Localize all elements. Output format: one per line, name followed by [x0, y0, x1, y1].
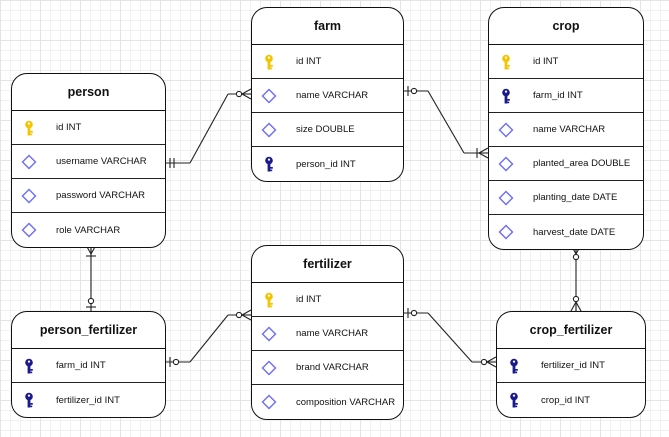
attribute-icon: [489, 224, 523, 240]
attribute-label: name VARCHAR: [533, 124, 606, 135]
attribute-icon: [252, 360, 286, 376]
attribute-label: harvest_date DATE: [533, 226, 616, 238]
attribute-icon: [12, 154, 46, 170]
entity-crop[interactable]: crop id INT farm_id INT name VARCHAR planted…: [488, 7, 644, 250]
attribute-row[interactable]: brand VARCHAR: [252, 351, 403, 385]
attribute-row[interactable]: planting_date DATE: [489, 181, 643, 215]
entity-title: person: [12, 74, 165, 111]
crowfoot-zero-or-one-marker: [169, 357, 180, 367]
attribute-row[interactable]: id INT: [252, 283, 403, 317]
primary-key-icon: [252, 292, 286, 308]
attribute-label: id INT: [296, 294, 322, 305]
entity-person-fertilizer[interactable]: person_fertilizer farm_id INT fertilizer_i…: [11, 311, 166, 418]
foreign-key-icon: [252, 156, 286, 172]
attribute-icon: [489, 156, 523, 172]
entity-farm[interactable]: farm id INT name VARCHAR size DOUBLE person_…: [251, 7, 404, 182]
attribute-row[interactable]: harvest_date DATE: [489, 215, 643, 249]
attribute-label: fertilizer_id INT: [541, 360, 605, 371]
attribute-label: person_id INT: [296, 158, 356, 170]
crowfoot-one-or-many-marker: [476, 147, 489, 159]
attribute-label: planting_date DATE: [533, 192, 618, 203]
attribute-row[interactable]: id INT: [252, 45, 403, 79]
attribute-label: name VARCHAR: [296, 328, 369, 339]
attribute-row[interactable]: farm_id INT: [489, 79, 643, 113]
foreign-key-icon: [497, 392, 531, 408]
foreign-key-icon: [489, 88, 523, 104]
attribute-label: password VARCHAR: [56, 190, 146, 201]
attribute-row[interactable]: fertilizer_id INT: [12, 383, 165, 417]
attribute-row[interactable]: id INT: [489, 45, 643, 79]
entity-title: farm: [252, 8, 403, 45]
attribute-icon: [12, 222, 46, 238]
attribute-row[interactable]: person_id INT: [252, 147, 403, 181]
attribute-icon: [252, 394, 286, 410]
crowfoot-zero-or-one-marker: [407, 86, 418, 96]
attribute-row[interactable]: id INT: [12, 111, 165, 145]
attribute-icon: [252, 122, 286, 138]
crowfoot-zero-or-many-marker: [235, 309, 252, 321]
crowfoot-zero-or-one-marker: [86, 297, 96, 308]
foreign-key-icon: [12, 358, 46, 374]
attribute-label: composition VARCHAR: [296, 396, 396, 408]
entity-fertilizer[interactable]: fertilizer id INT name VARCHAR brand VARCHA…: [251, 245, 404, 420]
entity-title: fertilizer: [252, 246, 403, 283]
crowfoot-one-only-marker: [169, 158, 175, 168]
foreign-key-icon: [497, 358, 531, 374]
attribute-label: brand VARCHAR: [296, 362, 369, 373]
attribute-label: id INT: [56, 122, 82, 133]
attribute-row[interactable]: planted_area DOUBLE: [489, 147, 643, 181]
primary-key-icon: [252, 54, 286, 70]
attribute-row[interactable]: username VARCHAR: [12, 145, 165, 179]
attribute-icon: [252, 88, 286, 104]
attribute-row[interactable]: fertilizer_id INT: [497, 349, 645, 383]
crowfoot-zero-or-one-marker: [407, 308, 418, 318]
entity-title: person_fertilizer: [12, 312, 165, 349]
attribute-label: fertilizer_id INT: [56, 394, 120, 406]
attribute-label: username VARCHAR: [56, 156, 147, 167]
attribute-icon: [489, 122, 523, 138]
attribute-row[interactable]: password VARCHAR: [12, 179, 165, 213]
attribute-label: id INT: [296, 56, 322, 67]
entity-crop-fertilizer[interactable]: crop_fertilizer fertilizer_id INT crop_id …: [496, 311, 646, 418]
attribute-icon: [252, 326, 286, 342]
attribute-row[interactable]: composition VARCHAR: [252, 385, 403, 419]
attribute-label: crop_id INT: [541, 394, 591, 406]
attribute-row[interactable]: size DOUBLE: [252, 113, 403, 147]
crowfoot-zero-or-many-marker: [235, 88, 252, 100]
attribute-label: farm_id INT: [533, 90, 583, 101]
attribute-label: id INT: [533, 56, 559, 67]
attribute-label: planted_area DOUBLE: [533, 158, 631, 169]
attribute-label: role VARCHAR: [56, 224, 121, 236]
attribute-icon: [489, 190, 523, 206]
attribute-row[interactable]: farm_id INT: [12, 349, 165, 383]
crowfoot-zero-or-many-marker: [480, 356, 497, 368]
attribute-label: name VARCHAR: [296, 90, 369, 101]
foreign-key-icon: [12, 392, 46, 408]
entity-person[interactable]: person id INT username VARCHAR password VAR…: [11, 73, 166, 248]
attribute-label: size DOUBLE: [296, 124, 355, 135]
entity-title: crop_fertilizer: [497, 312, 645, 349]
attribute-row[interactable]: role VARCHAR: [12, 213, 165, 247]
attribute-icon: [12, 188, 46, 204]
primary-key-icon: [12, 120, 46, 136]
attribute-label: farm_id INT: [56, 360, 106, 371]
attribute-row[interactable]: name VARCHAR: [252, 317, 403, 351]
attribute-row[interactable]: crop_id INT: [497, 383, 645, 417]
entity-title: crop: [489, 8, 643, 45]
attribute-row[interactable]: name VARCHAR: [252, 79, 403, 113]
primary-key-icon: [489, 54, 523, 70]
attribute-row[interactable]: name VARCHAR: [489, 113, 643, 147]
crowfoot-zero-or-many-marker: [570, 295, 582, 312]
